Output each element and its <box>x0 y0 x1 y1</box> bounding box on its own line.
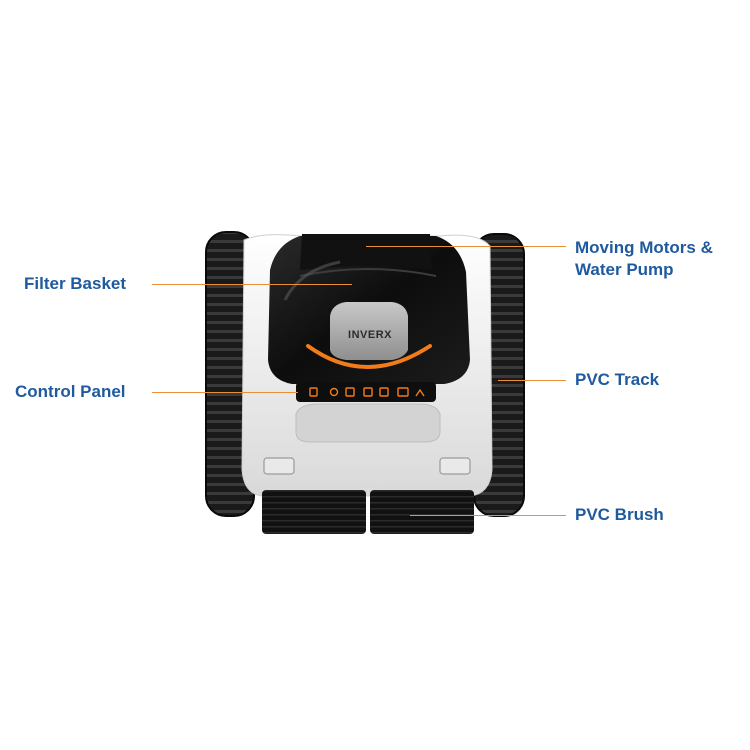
brand-logo: INVERX <box>348 329 392 341</box>
label-pvc-track: PVC Track <box>575 370 660 389</box>
control-panel-strip <box>296 382 436 402</box>
pvc-brushes <box>262 490 474 534</box>
label-filter-basket: Filter Basket <box>24 274 127 293</box>
label-moving-motors: Moving Motors & Water Pump <box>575 237 713 281</box>
leader-line-filter-basket <box>152 284 352 285</box>
filter-basket-dome <box>268 234 470 384</box>
label-control-panel: Control Panel <box>15 382 126 401</box>
leader-line-pvc-track <box>498 380 566 381</box>
label-moving-motors-line2: Water Pump <box>575 260 674 279</box>
leader-line-control-panel <box>152 392 298 393</box>
leader-line-pvc-brush <box>410 515 566 516</box>
leader-line-moving-motors <box>366 246 566 247</box>
label-moving-motors-line1: Moving Motors & <box>575 238 713 257</box>
label-pvc-brush: PVC Brush <box>575 505 664 524</box>
